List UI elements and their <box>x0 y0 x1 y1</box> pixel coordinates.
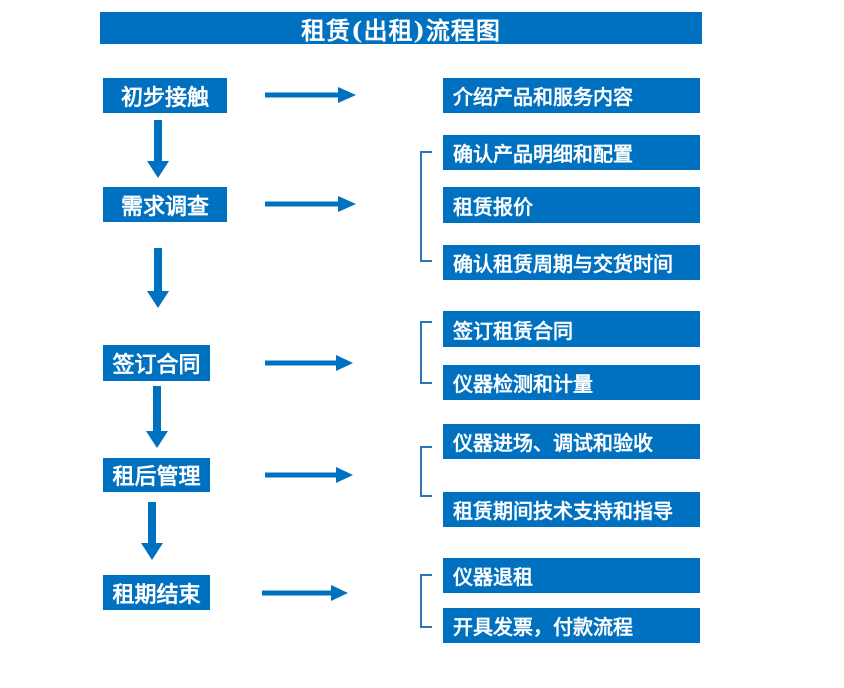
stage-initial-contact: 初步接触 <box>103 78 227 113</box>
arrow-down-icon-2 <box>147 248 169 308</box>
detail-rental-quotation: 租赁报价 <box>443 187 700 223</box>
arrow-right-icon-5 <box>262 585 348 601</box>
detail-instrument-setup-acceptance: 仪器进场、调试和验收 <box>443 424 700 459</box>
stage-demand-survey: 需求调查 <box>103 187 227 222</box>
arrow-right-icon-1 <box>265 87 356 103</box>
group-bracket-4 <box>420 574 432 628</box>
arrow-down-icon-3 <box>146 386 168 448</box>
flowchart-title: 租赁(出租)流程图 <box>100 12 702 45</box>
group-bracket-2 <box>420 321 432 384</box>
detail-instrument-testing-metering: 仪器检测和计量 <box>443 365 700 400</box>
detail-confirm-lease-period-delivery: 确认租赁周期与交货时间 <box>443 245 700 280</box>
detail-technical-support-guidance: 租赁期间技术支持和指导 <box>443 492 700 527</box>
arrow-right-icon-3 <box>265 355 353 371</box>
detail-introduce-products-services: 介绍产品和服务内容 <box>443 78 700 113</box>
group-bracket-1 <box>420 151 432 262</box>
detail-sign-lease-contract: 签订租赁合同 <box>443 311 700 347</box>
stage-sign-contract: 签订合同 <box>103 345 210 381</box>
detail-invoice-payment-process: 开具发票，付款流程 <box>443 608 700 643</box>
stage-post-rental-management: 租后管理 <box>103 458 210 492</box>
arrow-right-icon-4 <box>265 467 353 483</box>
stage-lease-end: 租期结束 <box>103 575 210 610</box>
arrow-down-icon-4 <box>141 502 163 560</box>
detail-instrument-return: 仪器退租 <box>443 558 700 593</box>
arrow-right-icon-2 <box>265 196 356 212</box>
arrow-down-icon-1 <box>147 120 169 178</box>
group-bracket-3 <box>420 446 432 497</box>
detail-confirm-product-configuration: 确认产品明细和配置 <box>443 135 700 170</box>
